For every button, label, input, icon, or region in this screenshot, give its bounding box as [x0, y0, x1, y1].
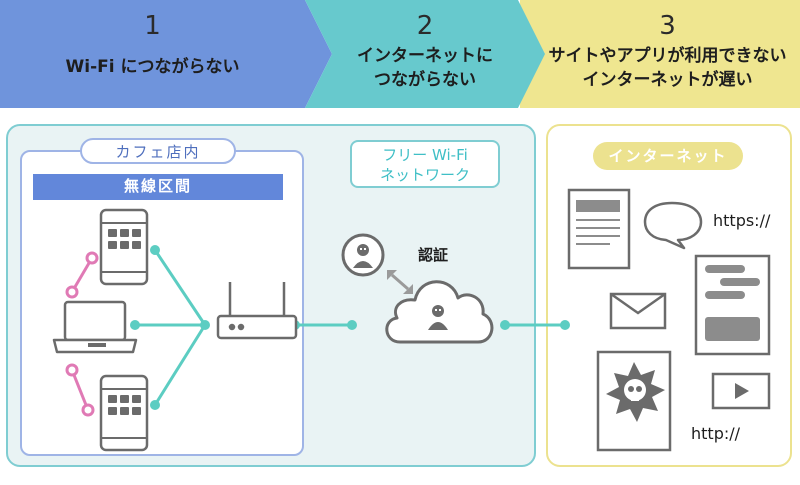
connection-lines [135, 249, 565, 406]
step-3-text: サイトやアプリが利用できない インターネットが遅い [548, 46, 787, 90]
document-icon [567, 188, 631, 270]
http-label: http:// [691, 424, 741, 443]
device-links [65, 251, 99, 417]
https-label: https:// [713, 211, 771, 230]
wireless-section-label: 無線区間 [33, 174, 283, 200]
step-3-band [520, 0, 800, 108]
smartphone-icon [99, 374, 149, 452]
step-3-number: 3 [659, 11, 676, 41]
user-icon [341, 233, 385, 277]
step-2-text: インターネットに つながらない [357, 46, 493, 90]
message-list-icon [694, 254, 771, 356]
laptop-icon [52, 300, 138, 354]
chat-icon [643, 201, 703, 250]
step-1-number: 1 [144, 11, 161, 41]
auth-exchange-arrow-icon [387, 270, 413, 294]
step-1-arrow [0, 0, 332, 108]
cafe-label: カフェ店内 [80, 138, 236, 164]
cloud-icon [385, 280, 494, 344]
free-wifi-label: フリー Wi-Fi ネットワーク [350, 140, 500, 188]
auth-label: 認証 [418, 246, 449, 264]
video-icon [711, 372, 771, 410]
internet-label: インターネット [593, 142, 743, 170]
step-banner [0, 0, 800, 108]
mail-icon [609, 292, 667, 330]
malware-icon [596, 350, 672, 452]
step-2-number: 2 [416, 11, 434, 41]
step-1-text: Wi-Fi につながらない [65, 57, 240, 77]
step-2-arrow [305, 0, 545, 108]
router-icon [216, 282, 298, 340]
smartphone-icon [99, 208, 149, 286]
